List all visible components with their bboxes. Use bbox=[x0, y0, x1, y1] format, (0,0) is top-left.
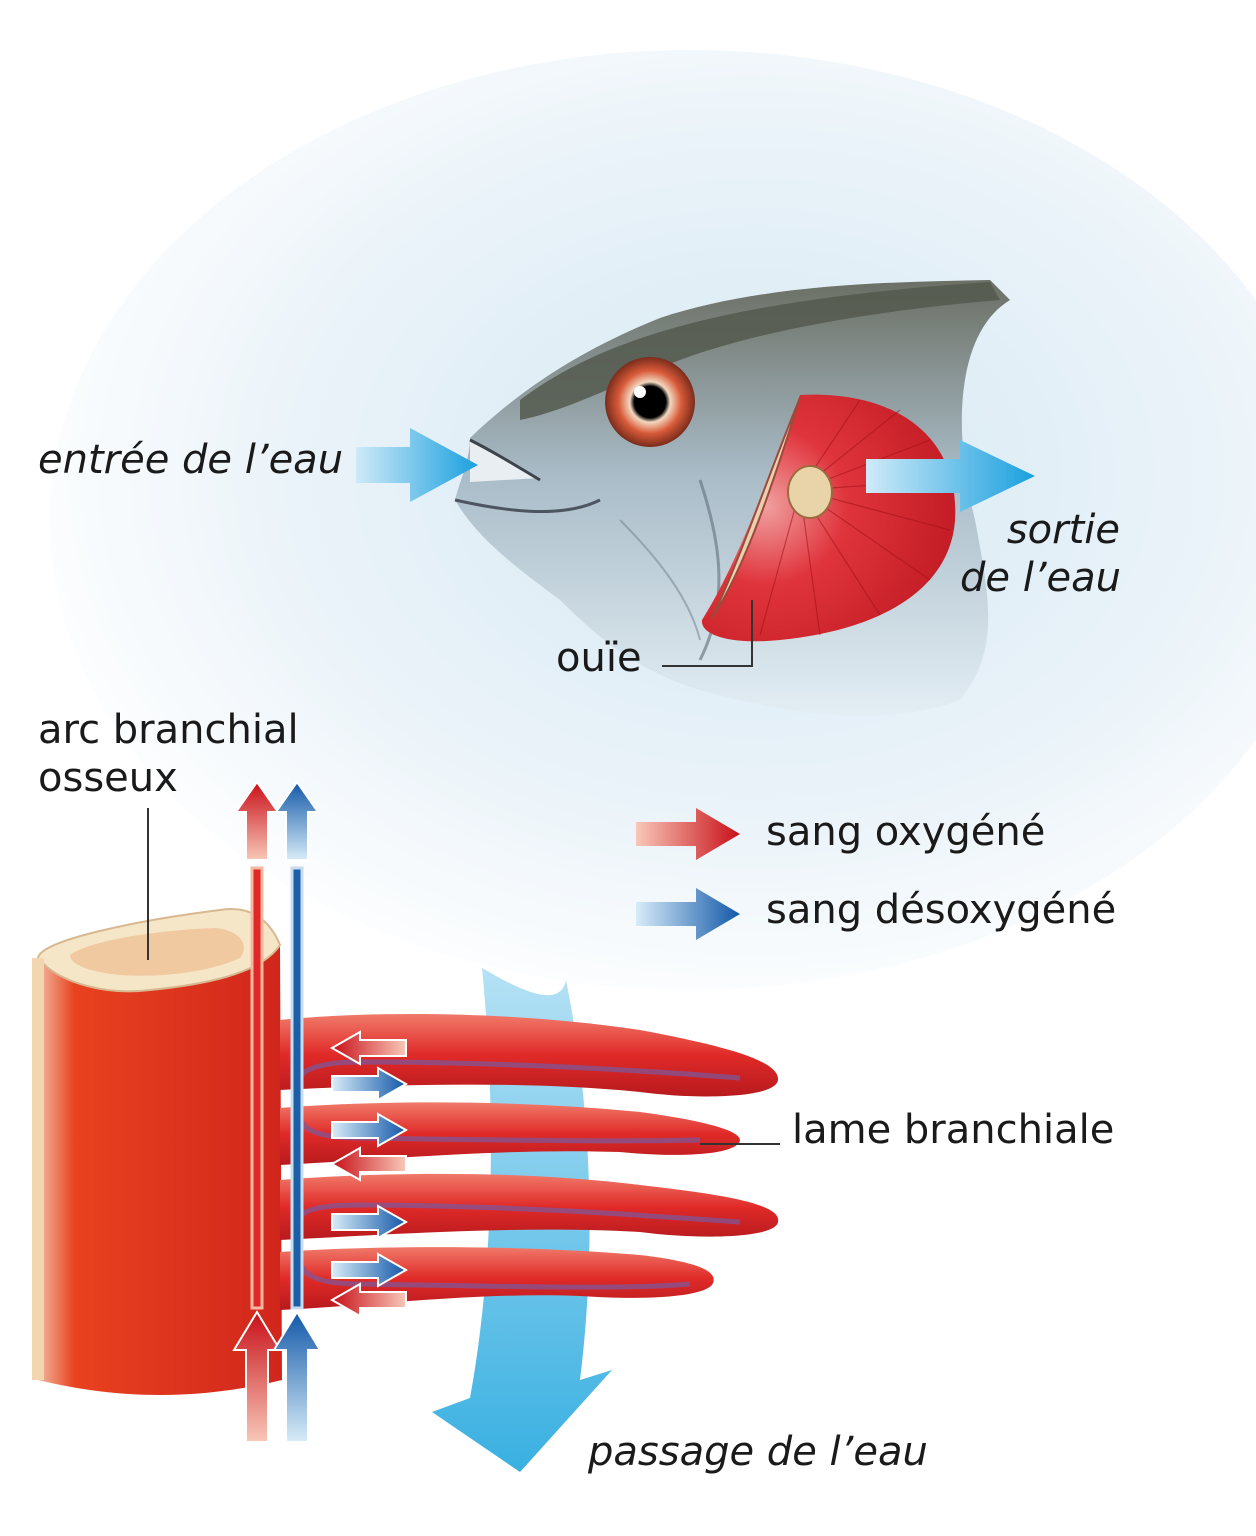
legend-deoxygenated-label: sang désoxygéné bbox=[766, 887, 1117, 933]
water-in-arrow bbox=[356, 428, 478, 502]
arch-label-line2: osseux bbox=[38, 755, 178, 801]
deoxygenated-flow-arrow bbox=[331, 1252, 409, 1288]
gill-leader-line bbox=[662, 600, 753, 667]
oxygenated-flow-arrow bbox=[329, 1282, 407, 1318]
deoxygenated-flow-arrow bbox=[331, 1112, 409, 1148]
legend-oxygenated-arrow bbox=[636, 808, 740, 860]
water-out-label: sortie de l’eau bbox=[960, 506, 1122, 602]
water-in-label: entrée de l’eau bbox=[38, 437, 344, 483]
oxygenated-up-arrow-top bbox=[234, 780, 280, 861]
water-out-label-line2: de l’eau bbox=[960, 555, 1122, 601]
gill-arch bbox=[32, 908, 282, 1395]
water-out-label-line1: sortie bbox=[1006, 507, 1120, 553]
gill-filaments bbox=[701, 394, 956, 642]
arch-label: arc branchial osseux bbox=[38, 706, 299, 802]
oxygenated-flow-arrow bbox=[329, 1146, 407, 1182]
oxygenated-vessel bbox=[250, 866, 264, 1310]
fish-eye bbox=[605, 357, 695, 447]
legend-deoxygenated-arrow bbox=[636, 888, 740, 940]
deoxygenated-up-arrow-bottom bbox=[272, 1310, 322, 1443]
deoxygenated-vessel bbox=[290, 866, 304, 1310]
deoxygenated-up-arrow-top bbox=[274, 780, 320, 861]
fish-head-illustration bbox=[454, 280, 1010, 716]
gill-label: ouïe bbox=[556, 635, 642, 681]
deoxygenated-flow-arrow bbox=[331, 1204, 409, 1240]
water-out-arrow bbox=[866, 440, 1035, 512]
deoxygenated-flow-arrow bbox=[331, 1066, 409, 1102]
lamella-label: lame branchiale bbox=[792, 1107, 1115, 1153]
oxygenated-flow-arrow bbox=[329, 1030, 407, 1066]
oxygenated-up-arrow-bottom bbox=[232, 1310, 282, 1443]
arch-label-line1: arc branchial bbox=[38, 707, 299, 753]
water-passage-label: passage de l’eau bbox=[588, 1429, 928, 1475]
legend-oxygenated-label: sang oxygéné bbox=[766, 809, 1046, 855]
